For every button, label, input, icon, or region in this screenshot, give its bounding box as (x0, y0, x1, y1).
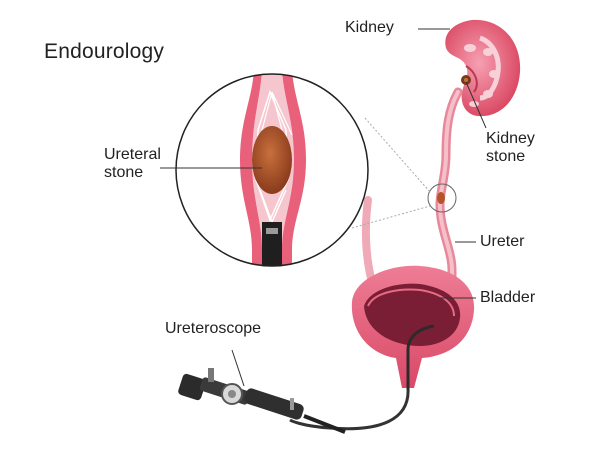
label-ureter: Ureter (480, 233, 524, 251)
ureter-small-stone (437, 192, 445, 204)
label-ureteroscope: Ureteroscope (165, 320, 261, 338)
label-kidney: Kidney (345, 19, 394, 37)
label-ureteral-stone: Ureteral stone (104, 146, 161, 182)
diagram-title: Endourology (44, 40, 164, 64)
left-ureter (366, 200, 372, 282)
bladder-shape (352, 266, 474, 388)
zoom-circle (176, 70, 368, 282)
label-bladder: Bladder (480, 289, 535, 307)
ureteroscope-leader (232, 350, 244, 386)
ureteroscope-device (177, 368, 345, 432)
label-kidney-stone: Kidney stone (486, 130, 535, 166)
zoom-guide-top (365, 118, 430, 192)
kidney-stone-mark (461, 75, 471, 85)
scope-cable (290, 388, 408, 429)
ureter-tube (440, 92, 458, 286)
